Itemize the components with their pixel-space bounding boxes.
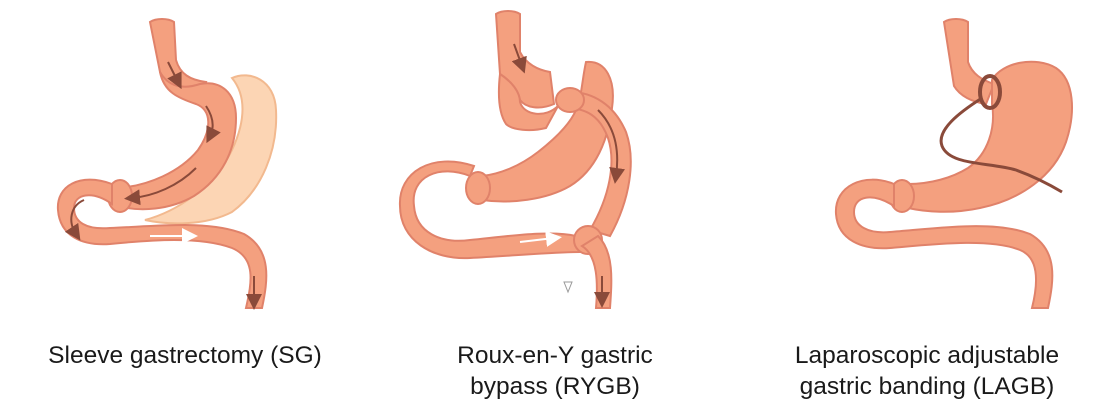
panel-roux-en-y-gastric-bypass: Roux-en-Y gastric bypass (RYGB) [370, 0, 740, 405]
panel-gastric-banding: Laparoscopic adjustable gastric banding … [740, 0, 1114, 405]
panel-sleeve-gastrectomy: Sleeve gastrectomy (SG) [0, 0, 370, 405]
sleeve-gastrectomy-illustration [0, 0, 370, 320]
roux-en-y-illustration [370, 0, 740, 320]
caption-roux-en-y-gastric-bypass: Roux-en-Y gastric bypass (RYGB) [370, 340, 740, 402]
caption-line: Sleeve gastrectomy (SG) [0, 340, 370, 371]
marker-triangle [564, 282, 572, 292]
caption-line: Laparoscopic adjustable [740, 340, 1114, 371]
caption-line: Roux-en-Y gastric [370, 340, 740, 371]
gastric-banding-illustration [740, 0, 1114, 320]
caption-line: gastric banding (LAGB) [740, 371, 1114, 402]
flow-arrow [427, 196, 430, 222]
common-channel [582, 236, 611, 308]
esophagus [944, 19, 994, 104]
caption-sleeve-gastrectomy: Sleeve gastrectomy (SG) [0, 340, 370, 371]
anastomosis [556, 88, 584, 112]
caption-line: bypass (RYGB) [370, 371, 740, 402]
caption-gastric-banding: Laparoscopic adjustable gastric banding … [740, 340, 1114, 402]
